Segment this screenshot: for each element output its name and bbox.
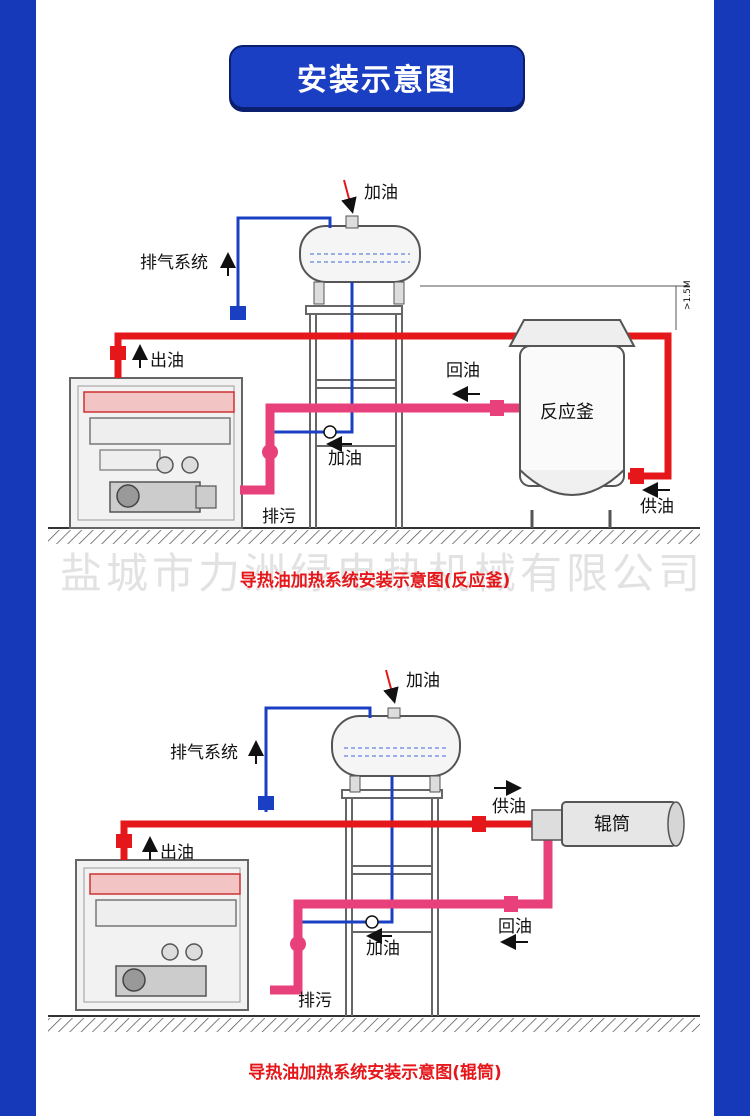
height-label: >1.5M bbox=[683, 280, 693, 310]
left-border bbox=[0, 0, 36, 1116]
fill-oil-label: 加油 bbox=[364, 183, 398, 203]
exhaust-label: 排气系统 bbox=[170, 743, 238, 763]
reactor-caption: 导热油加热系统安装示意图(反应釜) bbox=[239, 571, 511, 591]
fill-arrow-icon bbox=[341, 179, 357, 214]
return-oil-pipe bbox=[270, 832, 553, 995]
drain-label: 排污 bbox=[262, 507, 296, 527]
outlet-valve-icon bbox=[110, 346, 126, 360]
add-oil-valve-icon bbox=[365, 915, 379, 929]
fill-oil-label: 加油 bbox=[406, 671, 440, 691]
reactor-install-diagram: >1.5M 加油 排气系统 出油 回油 反应釜 加油 排污 供油 bbox=[48, 179, 700, 544]
strainer-icon bbox=[262, 444, 278, 460]
reactor-vessel bbox=[508, 319, 636, 528]
return-oil-label: 回油 bbox=[498, 917, 532, 937]
exhaust-valve-icon bbox=[258, 796, 274, 810]
drain-label: 排污 bbox=[298, 991, 332, 1011]
exhaust-pipe bbox=[264, 706, 372, 812]
return-valve-icon bbox=[504, 896, 518, 912]
supply-valve-icon bbox=[630, 468, 644, 484]
right-border bbox=[714, 0, 750, 1116]
supply-oil-label: 供油 bbox=[492, 797, 526, 817]
return-oil-label: 回油 bbox=[446, 361, 480, 381]
add-oil-label: 加油 bbox=[328, 449, 362, 469]
roller-label: 辊筒 bbox=[594, 814, 630, 835]
watermark: 盐城市力洲绿电热机械有限公司 bbox=[60, 549, 705, 598]
exhaust-valve-icon bbox=[230, 306, 246, 320]
out-oil-label: 出油 bbox=[160, 843, 194, 863]
add-oil-label: 加油 bbox=[366, 939, 400, 959]
add-oil-pipe bbox=[270, 282, 354, 434]
strainer-icon bbox=[290, 936, 306, 952]
return-valve-icon bbox=[490, 400, 504, 416]
roller-drum bbox=[531, 801, 685, 847]
outlet-valve-icon bbox=[116, 834, 132, 848]
heater-cabinet bbox=[75, 859, 249, 1011]
roller-caption: 导热油加热系统安装示意图(辊筒) bbox=[248, 1063, 502, 1083]
supply-valve-icon bbox=[472, 816, 486, 832]
page-title: 安装示意图 bbox=[229, 45, 525, 109]
exhaust-pipe bbox=[236, 216, 332, 320]
expansion-tank bbox=[299, 215, 421, 305]
heater-cabinet bbox=[69, 377, 243, 529]
reactor-label: 反应釜 bbox=[540, 402, 594, 423]
exhaust-label: 排气系统 bbox=[140, 253, 208, 273]
roller-install-diagram: 加油 排气系统 出油 供油 辊筒 回油 加油 排污 bbox=[48, 669, 700, 1032]
ground-hatch bbox=[48, 530, 700, 544]
add-oil-valve-icon bbox=[323, 425, 337, 439]
supply-oil-label: 供油 bbox=[640, 497, 674, 517]
ground-hatch bbox=[48, 1018, 700, 1032]
out-oil-label: 出油 bbox=[150, 351, 184, 371]
fill-arrow-icon bbox=[383, 669, 399, 704]
expansion-tank bbox=[331, 707, 461, 793]
return-oil-pipe bbox=[240, 403, 520, 495]
